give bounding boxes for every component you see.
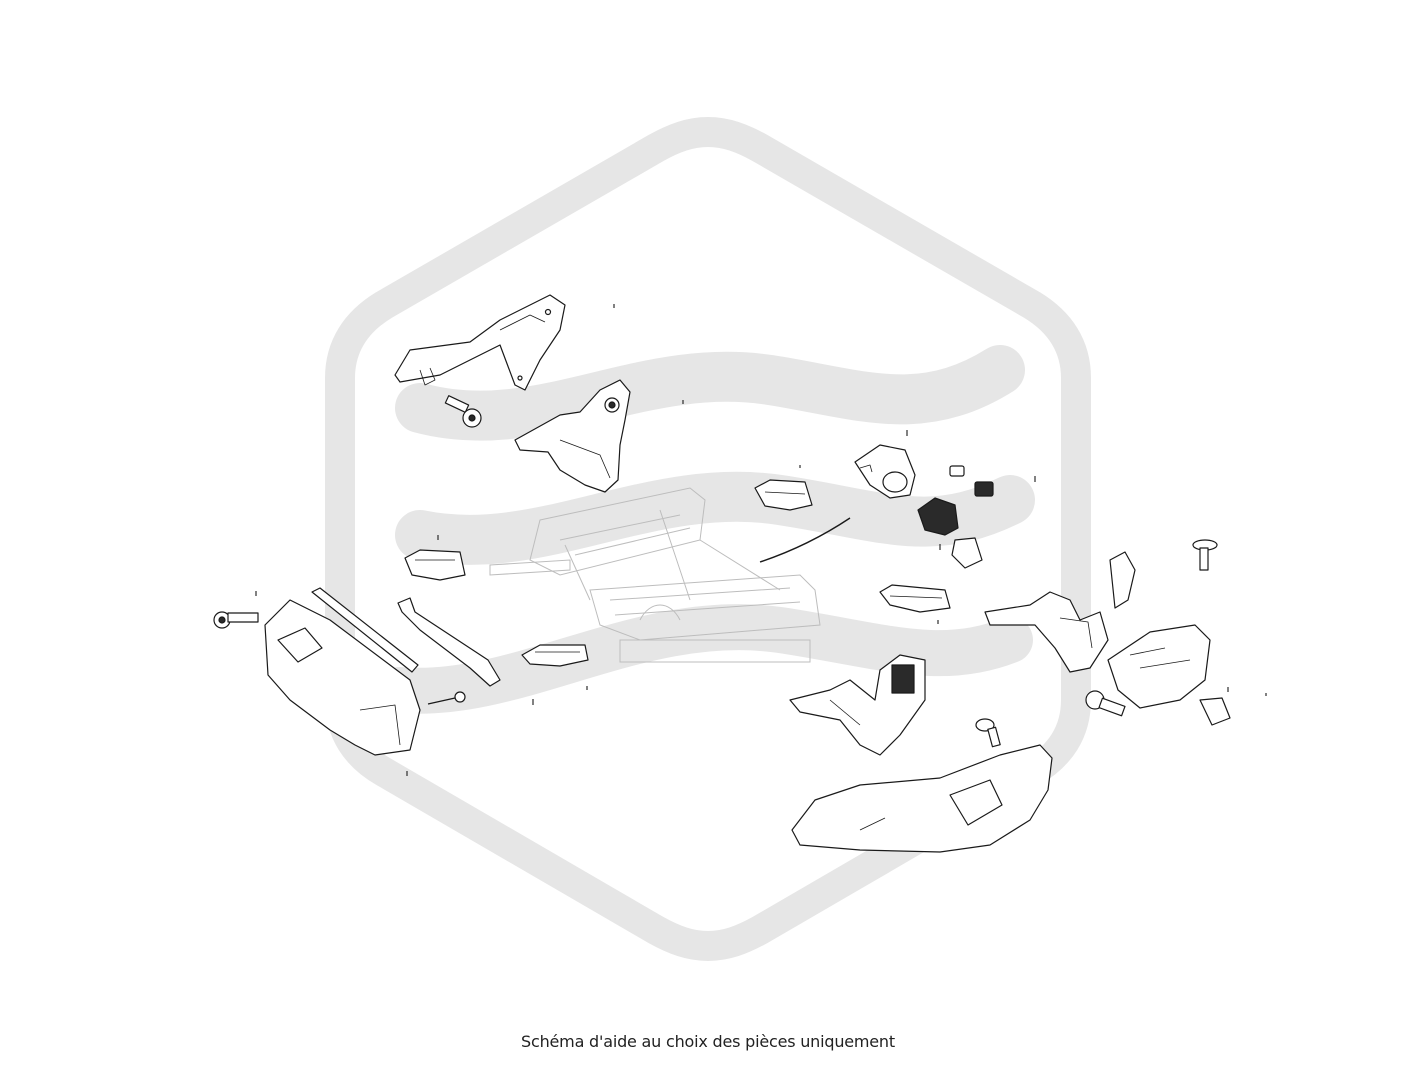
leader-ticks: [255, 304, 1267, 776]
outer-side-cover-part: [791, 744, 1053, 853]
left-side-cover-part: [264, 599, 421, 756]
assembly-arrow: [759, 517, 851, 563]
recliner-bracket-part: [514, 379, 631, 493]
clip-part-3: [754, 479, 813, 511]
connector-part-1: [949, 465, 965, 477]
screw-part-3: [1192, 539, 1218, 571]
screw-part-1: [444, 395, 482, 428]
screw-part-5: [975, 718, 1001, 748]
motor-housing-part: [854, 444, 916, 499]
lower-recliner-bracket-part: [789, 654, 926, 756]
screw-part-2: [213, 611, 259, 629]
clip-part-2: [521, 644, 589, 667]
clip-part-1: [404, 549, 466, 581]
screw-part-4: [1085, 690, 1126, 717]
clip-part-4: [879, 584, 951, 613]
seat-frame-ghost: [489, 487, 821, 663]
connector-part-2: [974, 481, 994, 497]
rail-bracket-part: [397, 597, 501, 687]
trim-strip-part: [311, 587, 419, 673]
rivet-part: [427, 691, 466, 705]
right-frame-bracket-part: [984, 551, 1136, 673]
switch-module-part: [917, 497, 983, 569]
disclaimer-caption: Schéma d'aide au choix des pièces unique…: [521, 1032, 895, 1051]
upper-bracket-part: [394, 294, 566, 391]
side-switch-panel-part: [1107, 624, 1231, 726]
